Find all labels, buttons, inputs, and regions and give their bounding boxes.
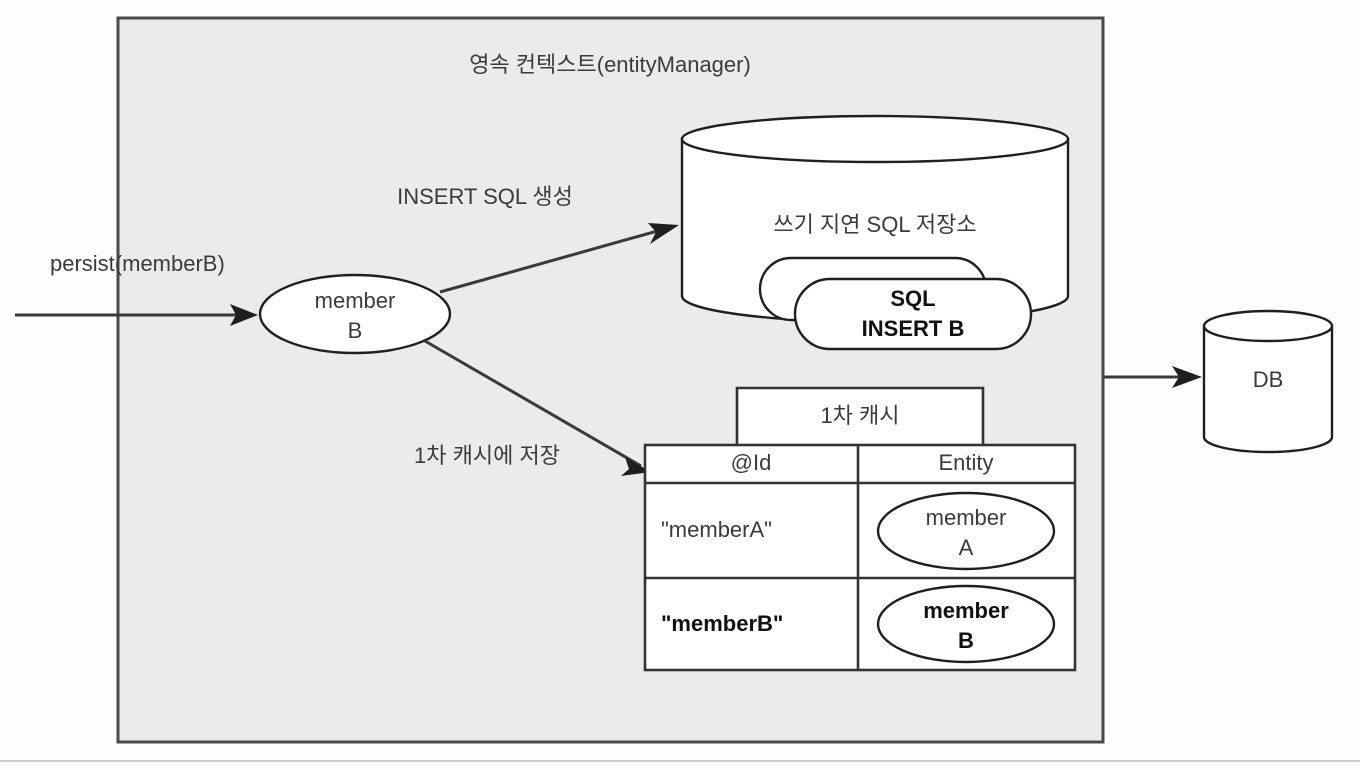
insert-sql-edge-line (439, 226, 669, 294)
table-row: "memberB" member B (661, 584, 1056, 664)
cache-table-border (643, 443, 1077, 672)
cache-row-1-entity-line1: member (923, 598, 1009, 623)
table-row: "memberA" member A (661, 491, 1056, 571)
cache-tab-border (735, 386, 985, 445)
flush-to-db-arrow-head (1172, 366, 1202, 388)
cache-row-1-id: "memberB" (661, 611, 783, 636)
member-b-node-line1: member (315, 288, 396, 313)
db-cylinder-top (1202, 309, 1334, 343)
cache-tab-label: 1차 캐시 (820, 403, 899, 428)
persist-arrow-head (230, 304, 258, 326)
db-label: DB (1253, 367, 1284, 392)
cache-row-0-id: "memberA" (661, 517, 772, 542)
panel-title: 영속 컨텍스트(entityManager) (469, 52, 751, 77)
database-cylinder: DB (1202, 309, 1334, 454)
persist-call-label: persist(memberB) (50, 251, 225, 276)
cache-store-edge-label: 1차 캐시에 저장 (414, 443, 560, 468)
cache-column-header-entity: Entity (938, 450, 993, 475)
sql-queue-front-line1: SQL (890, 286, 935, 311)
sql-queue-front-item (793, 277, 1033, 351)
db-cylinder-body (1202, 324, 1334, 454)
write-behind-sql-store: 쓰기 지연 SQL 저장소 SQL INSERT B (680, 114, 1070, 351)
cache-store-edge-line (424, 339, 642, 468)
cache-row-0-entity-line2: A (959, 535, 974, 560)
cache-column-header-id: @Id (731, 450, 772, 475)
member-b-node (258, 273, 452, 355)
cache-row-0-entity-node (876, 491, 1056, 571)
cache-row-1-entity-line2: B (958, 628, 974, 653)
insert-sql-edge-head (648, 223, 679, 244)
cache-row-0-entity-line1: member (926, 505, 1007, 530)
cache-tab-bg (737, 388, 983, 445)
sql-queue-front-line2: INSERT B (862, 316, 965, 341)
sql-store-cylinder-top (680, 114, 1070, 164)
member-b-node-line2: B (348, 318, 363, 343)
cache-store-edge-head (621, 457, 651, 476)
cache-row-1-entity-node (876, 584, 1056, 664)
first-level-cache-table: 1차 캐시 @Id Entity "memberA" member A (643, 386, 1077, 672)
sql-store-title: 쓰기 지연 SQL 저장소 (773, 212, 976, 237)
insert-sql-edge-label: INSERT SQL 생성 (397, 184, 573, 209)
